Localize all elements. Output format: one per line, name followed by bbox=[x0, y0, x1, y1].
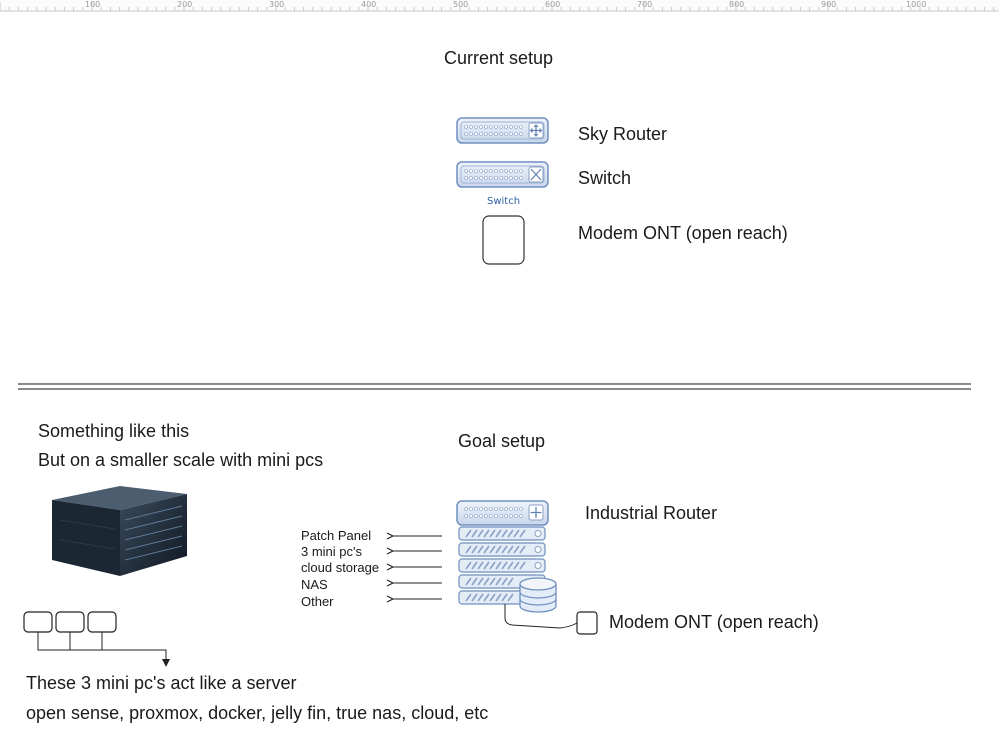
intro-line-1: Something like this bbox=[38, 421, 190, 441]
rack-server-image bbox=[52, 486, 187, 576]
rack-item-label: Patch Panel bbox=[301, 528, 372, 543]
ruler-label: 900 bbox=[821, 0, 837, 9]
sky-router-label: Sky Router bbox=[578, 124, 668, 144]
router-icon[interactable] bbox=[456, 117, 549, 144]
mini-pc-icon[interactable] bbox=[87, 611, 117, 633]
rack-item-label: 3 mini pc's bbox=[301, 544, 363, 559]
rack-arrows bbox=[393, 536, 442, 599]
industrial-router-icon[interactable] bbox=[456, 500, 549, 526]
rack-unit bbox=[458, 526, 546, 541]
storage-database-icon bbox=[519, 577, 557, 613]
rack-unit bbox=[458, 558, 546, 573]
ruler-label: 200 bbox=[177, 0, 193, 9]
intro-line-2: But on a smaller scale with mini pcs bbox=[38, 450, 324, 470]
mini-pc-note-2: open sense, proxmox, docker, jelly fin, … bbox=[26, 703, 489, 723]
switch-icon[interactable] bbox=[456, 161, 549, 188]
modem-box-icon[interactable] bbox=[482, 215, 525, 265]
mini-pc-icon[interactable] bbox=[23, 611, 53, 633]
rack-item-label: NAS bbox=[301, 577, 328, 592]
ruler-label: 600 bbox=[545, 0, 561, 9]
mini-pc-note-1: These 3 mini pc's act like a server bbox=[26, 673, 297, 693]
mini-pc-icon[interactable] bbox=[55, 611, 85, 633]
ruler-label: 700 bbox=[637, 0, 653, 9]
goal-setup-title: Goal setup bbox=[458, 431, 546, 451]
switch-label: Switch bbox=[578, 168, 632, 188]
ruler-label: 1000 bbox=[906, 0, 927, 9]
modem-ont-label: Modem ONT (open reach) bbox=[578, 223, 788, 243]
modem-connector-line bbox=[504, 604, 578, 629]
ruler-label: 300 bbox=[269, 0, 285, 9]
ruler-label: 500 bbox=[453, 0, 469, 9]
industrial-router-label: Industrial Router bbox=[585, 503, 718, 523]
current-setup-title: Current setup bbox=[444, 48, 554, 68]
switch-caption: Switch bbox=[487, 196, 521, 207]
rack-item-label: cloud storage bbox=[301, 560, 380, 575]
ruler-label: 100 bbox=[85, 0, 101, 9]
rack-item-label: Other bbox=[301, 594, 334, 609]
top-ruler: 100 200 300 400 500 600 700 800 900 1000 bbox=[0, 0, 999, 12]
ruler-label: 400 bbox=[361, 0, 377, 9]
mini-pc-group bbox=[23, 611, 170, 667]
modem-box-icon[interactable] bbox=[576, 611, 598, 635]
section-divider bbox=[18, 383, 971, 390]
rack-unit bbox=[458, 542, 546, 557]
ruler-ticks bbox=[0, 2, 999, 12]
bottom-modem-label: Modem ONT (open reach) bbox=[609, 612, 819, 632]
rack-units bbox=[458, 526, 546, 605]
ruler-label: 800 bbox=[729, 0, 745, 9]
